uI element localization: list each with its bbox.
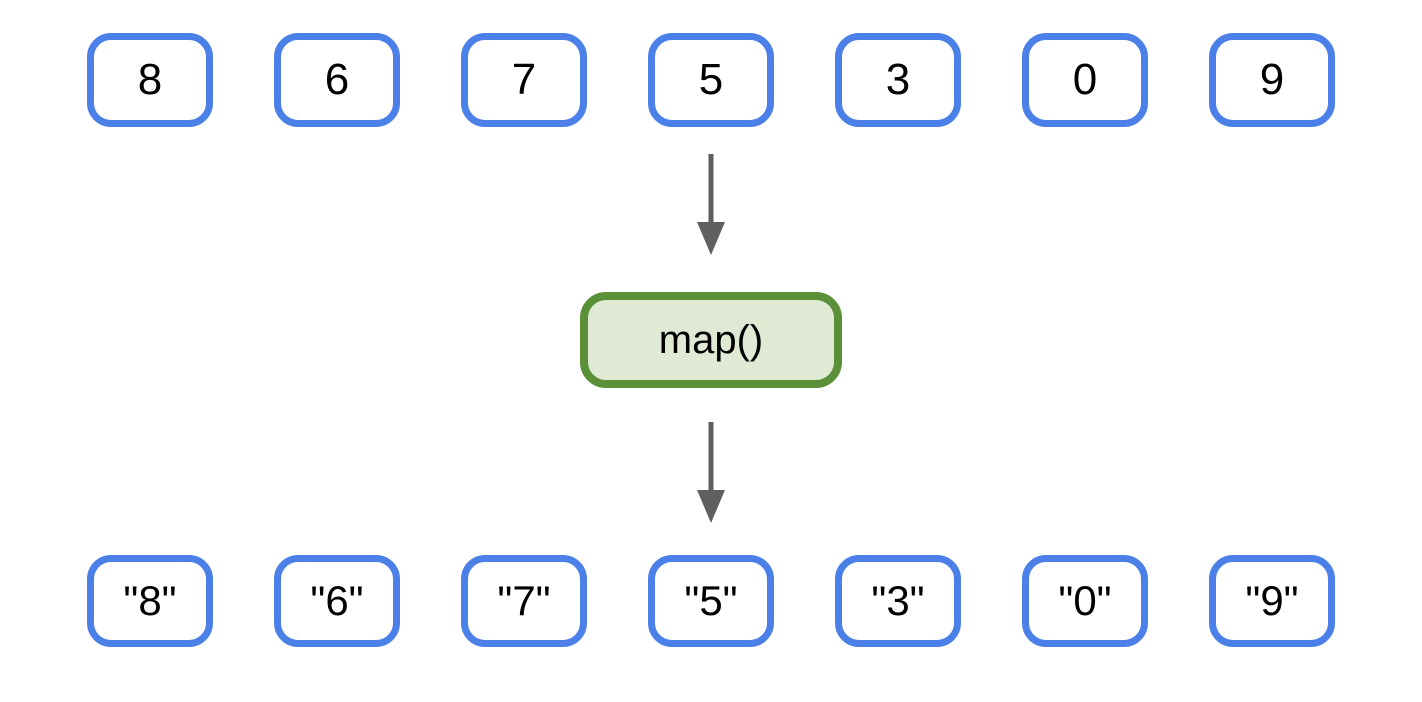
- input-cell: 9: [1209, 33, 1335, 127]
- input-cell: 7: [461, 33, 587, 127]
- input-value: 3: [885, 55, 911, 104]
- input-cell: 5: [648, 33, 774, 127]
- output-value: "0": [1058, 577, 1112, 624]
- input-value: 6: [324, 55, 350, 104]
- output-value: "3": [871, 577, 925, 624]
- output-value: "9": [1245, 577, 1299, 624]
- output-cell: "5": [648, 555, 774, 647]
- input-value: 7: [511, 55, 537, 104]
- map-function-box: map(): [580, 292, 842, 388]
- arrow-down-icon: [697, 422, 725, 523]
- input-row: 8 6 7 5 3 0 9: [0, 33, 1422, 127]
- input-cell: 3: [835, 33, 961, 127]
- map-function-label: map(): [658, 318, 764, 362]
- output-cell: "6": [274, 555, 400, 647]
- output-cell: "7": [461, 555, 587, 647]
- output-cell: "8": [87, 555, 213, 647]
- output-value: "8": [123, 577, 177, 624]
- output-value: "6": [310, 577, 364, 624]
- output-value: "5": [684, 577, 738, 624]
- output-value: "7": [497, 577, 551, 624]
- input-cell: 0: [1022, 33, 1148, 127]
- input-cell: 6: [274, 33, 400, 127]
- arrow-down-icon: [697, 154, 725, 255]
- input-value: 0: [1072, 55, 1098, 104]
- input-cell: 8: [87, 33, 213, 127]
- output-cell: "9": [1209, 555, 1335, 647]
- input-value: 9: [1259, 55, 1285, 104]
- output-row: "8" "6" "7" "5" "3" "0" "9": [0, 555, 1422, 647]
- output-cell: "3": [835, 555, 961, 647]
- input-value: 5: [698, 55, 724, 104]
- input-value: 8: [137, 55, 163, 104]
- output-cell: "0": [1022, 555, 1148, 647]
